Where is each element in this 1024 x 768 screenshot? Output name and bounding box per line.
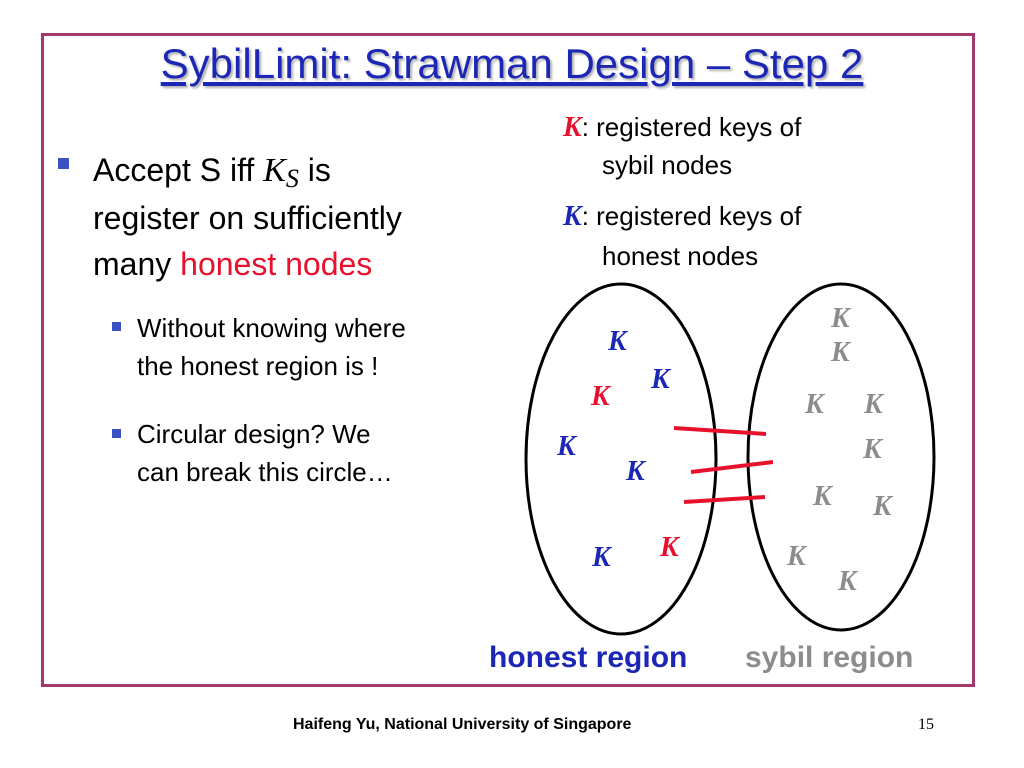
sybil-region-key: K	[830, 303, 852, 334]
bullet-line-3-prefix: many	[93, 246, 181, 282]
attack-edge	[673, 426, 767, 436]
sub-bullet-1-line-1: Without knowing where	[137, 313, 406, 343]
legend-honest-key-symbol: K	[563, 201, 582, 232]
sub-bullet-1-line-2: the honest region is !	[137, 351, 379, 381]
sybil-key-in-honest: K	[590, 381, 612, 412]
bullet-line-2: register on sufficiently	[93, 200, 402, 236]
key-subscript: S	[285, 164, 299, 193]
honest-key: K	[607, 326, 629, 357]
sybil-region-key: K	[863, 389, 885, 420]
page-number: 15	[918, 716, 934, 733]
sub-bullet-2-line-2: can break this circle…	[137, 457, 393, 487]
sybil-key-in-honest: K	[659, 532, 681, 563]
honest-key: K	[591, 542, 613, 573]
sybil-region-ellipse	[746, 282, 936, 632]
honest-nodes-highlight: honest nodes	[180, 246, 373, 282]
footer-author: Haifeng Yu, National University of Singa…	[293, 716, 632, 733]
bullet-line-1: Accept S iff KS is	[93, 147, 331, 202]
legend-sybil-key-symbol: K	[563, 112, 582, 143]
sybil-region-key: K	[837, 566, 859, 597]
sybil-region-key: K	[830, 337, 852, 368]
honest-key: K	[650, 364, 672, 395]
sybil-region-key: K	[862, 434, 884, 465]
bullet-line-1-prefix: Accept S iff	[93, 152, 264, 188]
honest-region-label: honest region	[489, 641, 688, 674]
honest-key: K	[625, 456, 647, 487]
sybil-region-label: sybil region	[745, 641, 914, 674]
honest-key: K	[556, 431, 578, 462]
legend-honest-text-1: : registered keys of	[581, 201, 802, 231]
slide-frame	[41, 33, 975, 687]
sub-bullet-marker-1	[112, 322, 121, 331]
honest-region-ellipse	[524, 282, 718, 636]
legend-sybil-keys: K: registered keys of	[563, 108, 801, 147]
attack-edge	[683, 495, 766, 504]
bullet-line-1-suffix: is	[298, 152, 331, 188]
legend-honest-keys: K: registered keys of	[563, 197, 801, 236]
sybil-region-key: K	[786, 541, 808, 572]
sub-bullet-marker-2	[112, 429, 121, 438]
legend-honest-text-2: honest nodes	[602, 241, 759, 271]
sybil-region-key: K	[804, 389, 826, 420]
bullet-marker	[58, 158, 69, 169]
bullet-line-3: many honest nodes	[93, 241, 372, 287]
legend-sybil-text-1: : registered keys of	[581, 112, 802, 142]
sybil-region-key: K	[872, 491, 894, 522]
key-symbol-ks: K	[263, 152, 286, 189]
attack-edge	[690, 460, 774, 474]
sybil-region-key: K	[812, 481, 834, 512]
slide-title: SybilLimit: Strawman Design – Step 2	[160, 40, 864, 87]
legend-sybil-text-2: sybil nodes	[602, 150, 733, 180]
sub-bullet-2-line-1: Circular design? We	[137, 419, 371, 449]
